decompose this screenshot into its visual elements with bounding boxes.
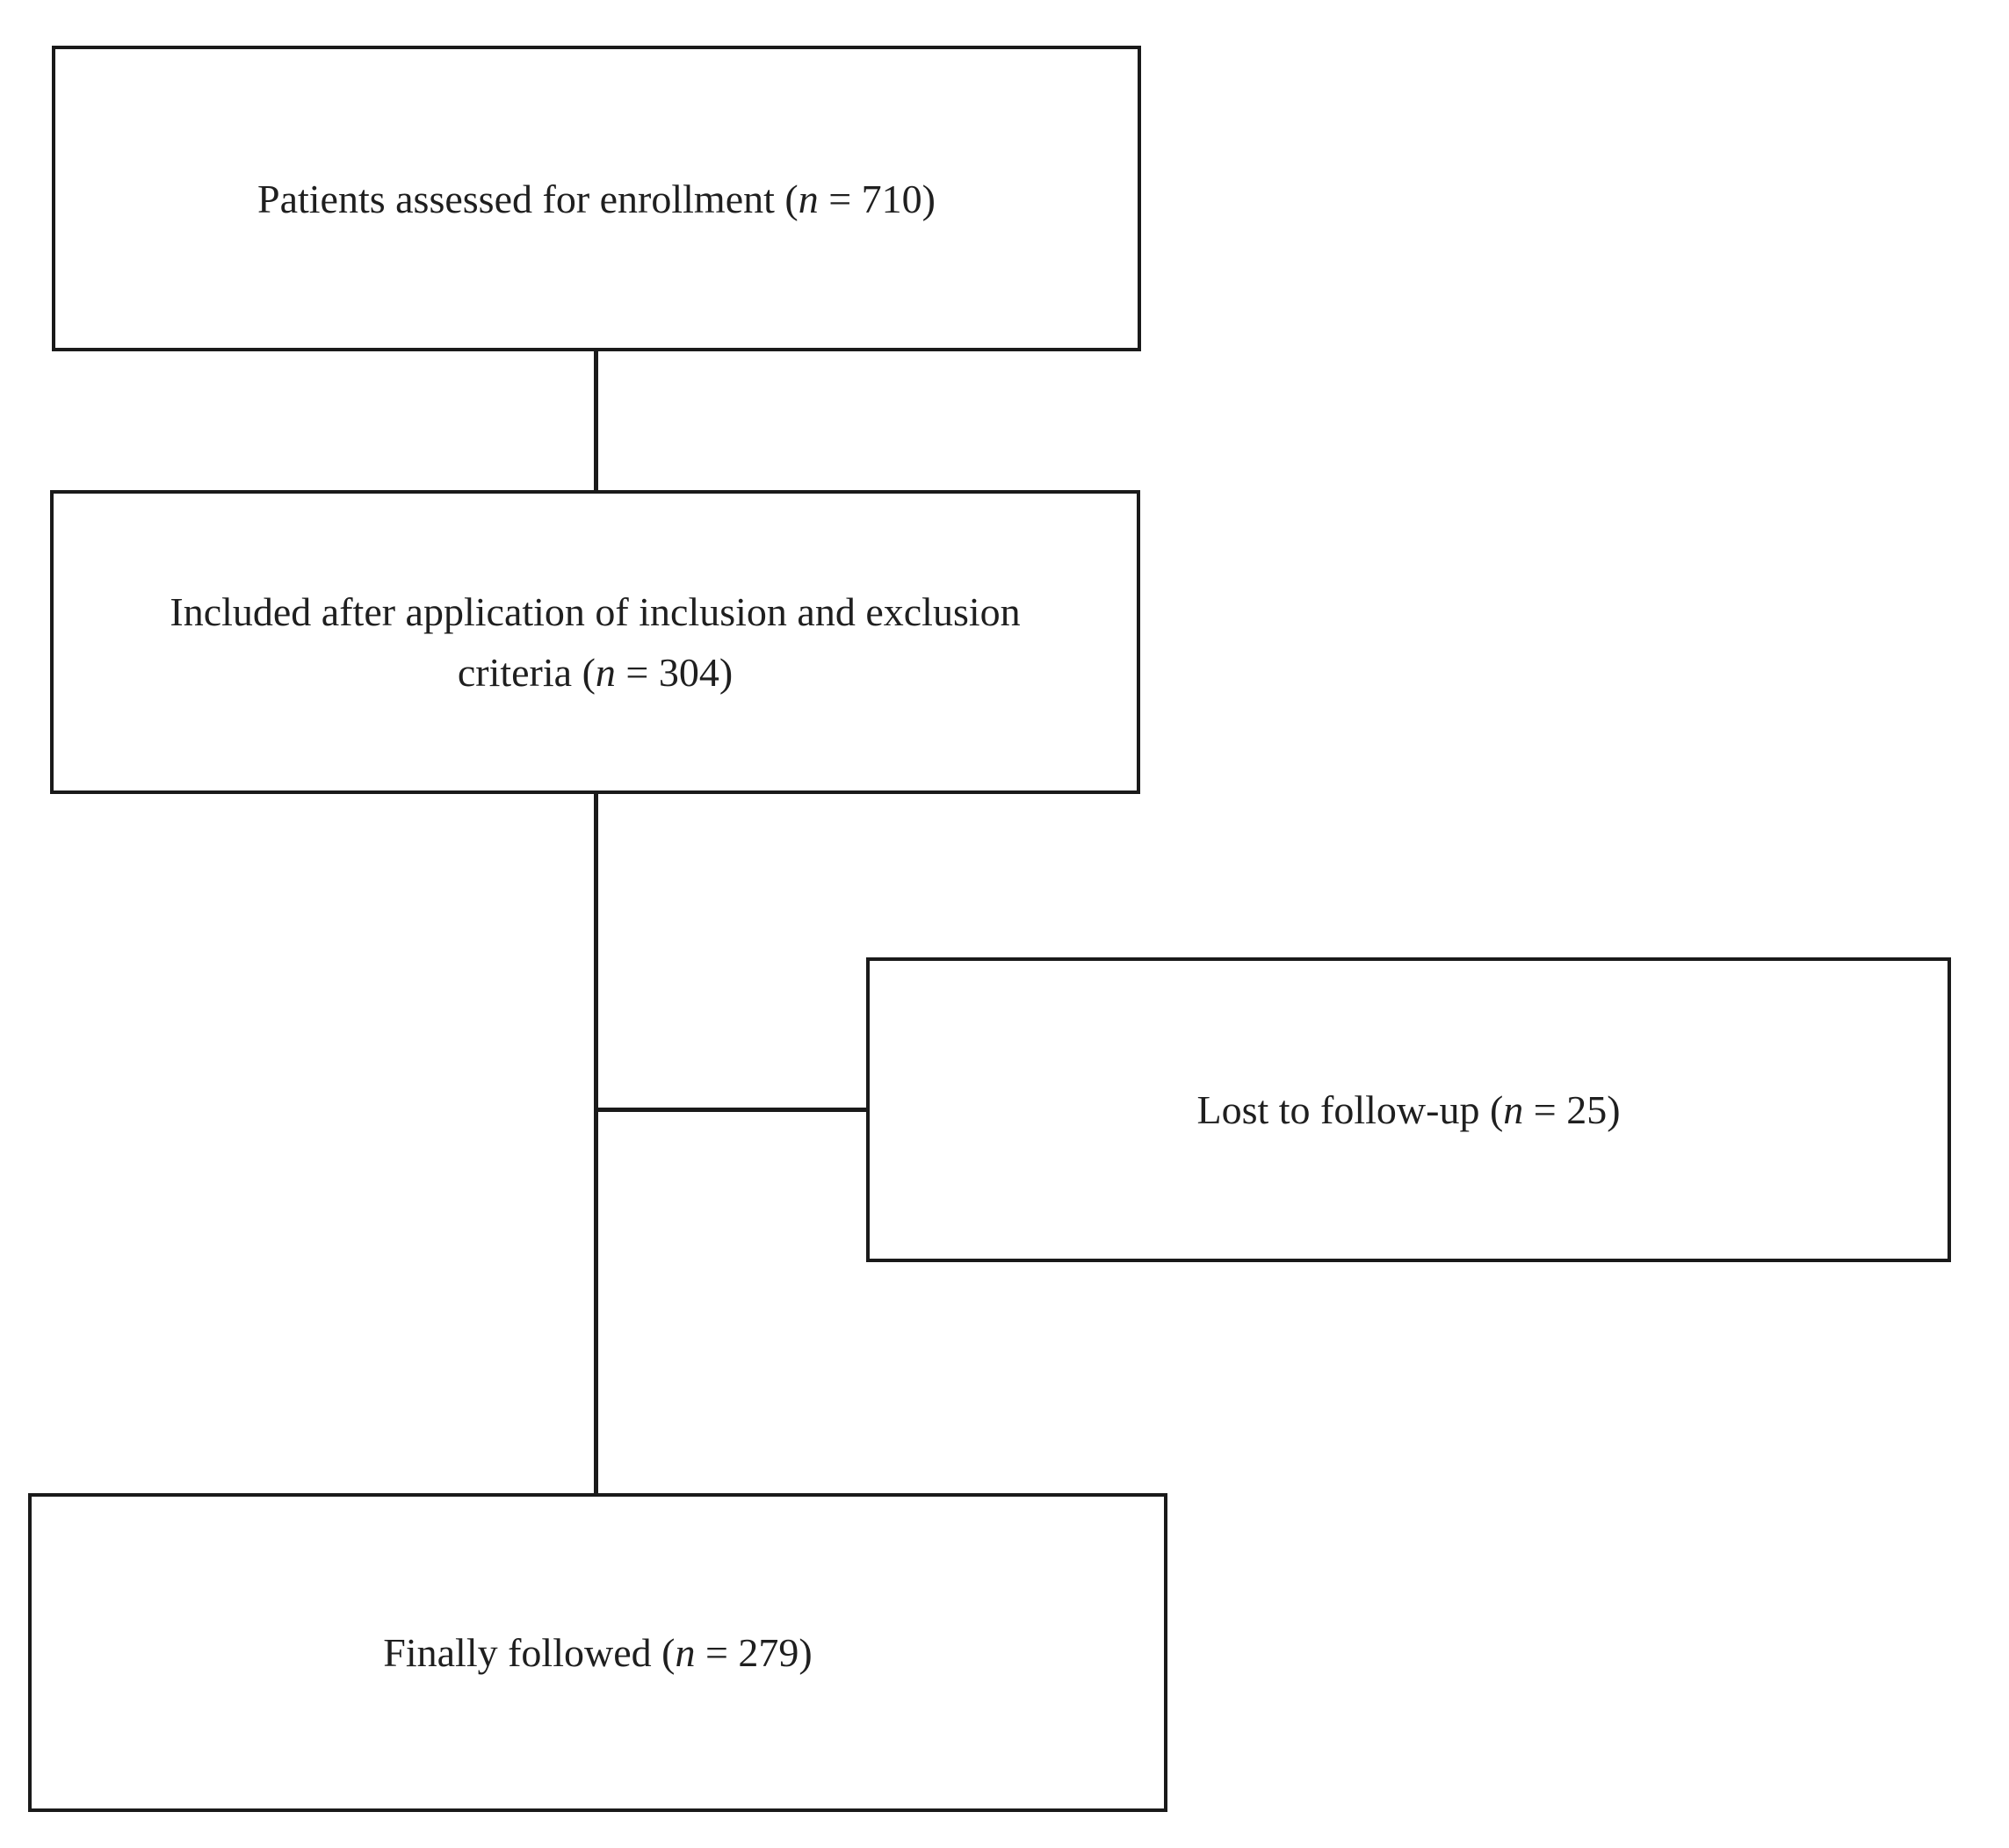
box-finally-followed: Finally followed (n = 279) <box>28 1493 1167 1812</box>
connector-assessed-to-included <box>594 348 598 494</box>
connector-included-to-followed <box>594 790 598 1497</box>
box-text-line: Finally followed (n = 279) <box>383 1630 813 1675</box>
box-text-line: Included after application of inclusion … <box>170 589 1021 634</box>
box-lost-to-followup: Lost to follow-up (n = 25) <box>866 957 1951 1262</box>
box-text-line: criteria (n = 304) <box>457 650 734 695</box>
box-patients-assessed: Patients assessed for enrollment (n = 71… <box>52 46 1141 351</box>
connector-branch-to-lost <box>594 1108 870 1112</box>
box-text-line: Patients assessed for enrollment (n = 71… <box>257 176 936 221</box>
box-included-after-criteria: Included after application of inclusion … <box>50 490 1140 794</box>
box-text-line: Lost to follow-up (n = 25) <box>1196 1087 1621 1132</box>
